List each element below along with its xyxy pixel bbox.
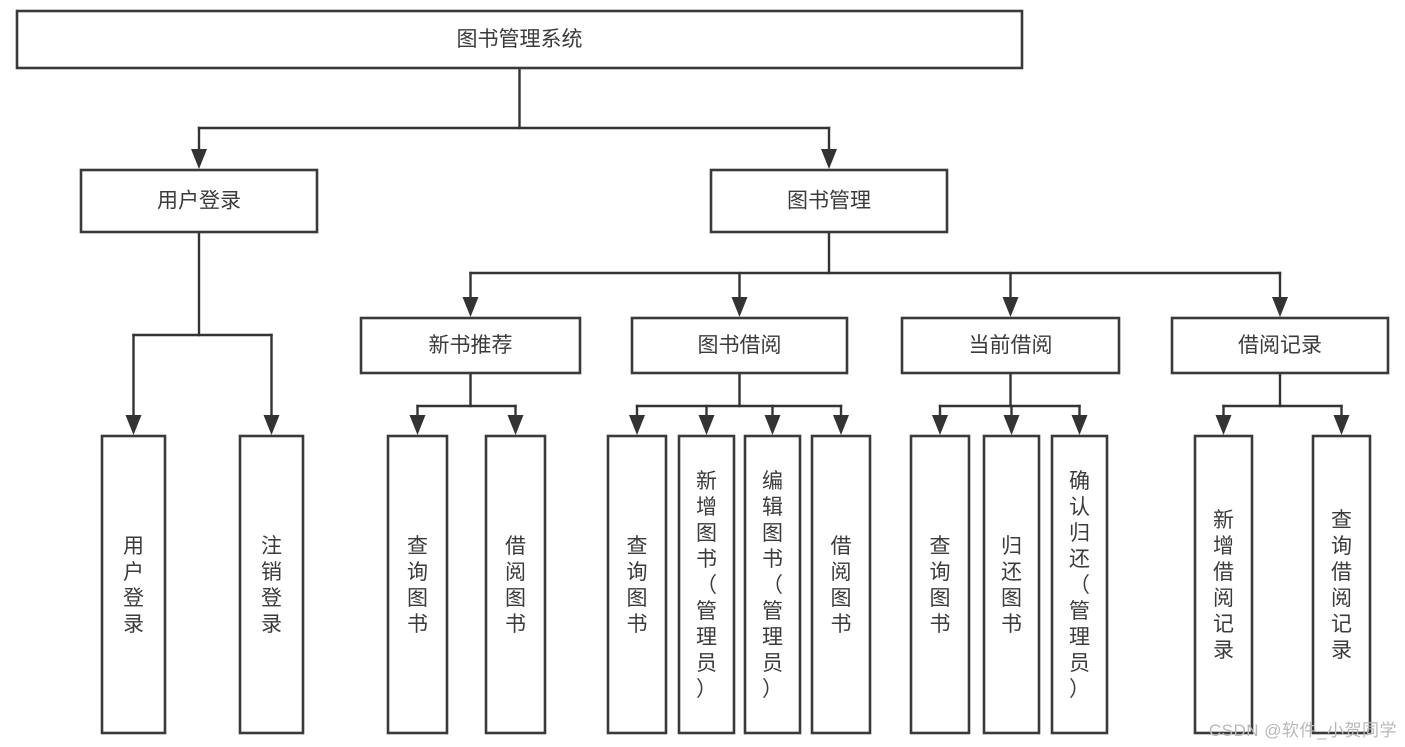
arrow-head-icon bbox=[821, 149, 837, 169]
node-label: 当前借阅 bbox=[969, 334, 1053, 357]
connector-layer bbox=[125, 66, 1350, 435]
node-leaf-b-query[interactable]: 查询图书 bbox=[606, 434, 668, 735]
node-box bbox=[359, 316, 582, 375]
node-leaf-new-query[interactable]: 查询图书 bbox=[386, 434, 449, 735]
arrow-head-icon bbox=[1333, 415, 1350, 435]
node-box bbox=[606, 434, 668, 735]
node-label: 借阅图书 bbox=[505, 535, 526, 636]
node-label: 用户登录 bbox=[123, 535, 144, 636]
node-label: 编辑图书（管理员） bbox=[762, 470, 783, 701]
node-leaf-b-edit[interactable]: 编辑图书（管理员） bbox=[743, 434, 802, 735]
node-box bbox=[982, 434, 1041, 735]
node-root[interactable]: 图书管理系统 bbox=[15, 9, 1024, 70]
node-label: 用户登录 bbox=[157, 190, 241, 213]
node-label: 确认归还（管理员） bbox=[1069, 470, 1090, 701]
arrow-head-icon bbox=[125, 415, 142, 435]
node-l3-current[interactable]: 当前借阅 bbox=[900, 316, 1121, 375]
node-box bbox=[1050, 434, 1109, 735]
node-l2-book[interactable]: 图书管理 bbox=[709, 168, 949, 234]
node-label: 归还图书 bbox=[1001, 535, 1022, 636]
node-label: 图书管理 bbox=[787, 190, 871, 213]
node-box bbox=[79, 168, 319, 234]
node-box bbox=[100, 434, 167, 735]
node-leaf-user-logout[interactable]: 注销登录 bbox=[238, 434, 305, 735]
node-box bbox=[1193, 434, 1254, 735]
node-box bbox=[909, 434, 971, 735]
arrow-head-icon bbox=[1215, 415, 1232, 435]
node-box bbox=[677, 434, 736, 735]
arrow-head-icon bbox=[698, 415, 715, 435]
node-label: 查询图书 bbox=[930, 535, 951, 636]
node-box bbox=[1170, 316, 1390, 375]
node-label: 图书管理系统 bbox=[457, 28, 583, 51]
node-box bbox=[484, 434, 547, 735]
node-box bbox=[709, 168, 949, 234]
arrow-head-icon bbox=[1003, 415, 1020, 435]
node-label: 查询图书 bbox=[627, 535, 648, 636]
node-box bbox=[238, 434, 305, 735]
arrow-head-icon bbox=[409, 415, 426, 435]
node-label: 新增图书（管理员） bbox=[696, 470, 717, 701]
node-label: 注销登录 bbox=[261, 535, 282, 636]
node-leaf-user-login[interactable]: 用户登录 bbox=[100, 434, 167, 735]
node-l3-borrow[interactable]: 图书借阅 bbox=[630, 316, 849, 375]
node-label: 借阅图书 bbox=[831, 535, 852, 636]
node-box bbox=[810, 434, 872, 735]
arrow-head-icon bbox=[507, 415, 524, 435]
node-box bbox=[15, 9, 1024, 70]
node-box bbox=[630, 316, 849, 375]
node-layer: 图书管理系统用户登录图书管理新书推荐图书借阅当前借阅借阅记录用户登录注销登录查询… bbox=[15, 9, 1390, 735]
node-leaf-c-query[interactable]: 查询图书 bbox=[909, 434, 971, 735]
node-leaf-c-confirm[interactable]: 确认归还（管理员） bbox=[1050, 434, 1109, 735]
node-leaf-r-add[interactable]: 新增借阅记录 bbox=[1193, 434, 1254, 735]
node-l2-user[interactable]: 用户登录 bbox=[79, 168, 319, 234]
node-leaf-r-query[interactable]: 查询借阅记录 bbox=[1311, 434, 1372, 735]
arrow-head-icon bbox=[462, 297, 479, 317]
arrow-head-icon bbox=[629, 415, 645, 435]
node-l3-record[interactable]: 借阅记录 bbox=[1170, 316, 1390, 375]
node-label: 图书借阅 bbox=[698, 334, 782, 357]
arrow-head-icon bbox=[731, 297, 748, 317]
node-label: 借阅记录 bbox=[1238, 334, 1322, 357]
arrow-head-icon bbox=[833, 415, 849, 435]
arrow-head-icon bbox=[932, 415, 948, 435]
node-label: 查询借阅记录 bbox=[1331, 509, 1352, 662]
node-box bbox=[386, 434, 449, 735]
node-box bbox=[900, 316, 1121, 375]
node-label: 新书推荐 bbox=[429, 334, 513, 357]
arrow-head-icon bbox=[764, 415, 781, 435]
node-label: 新增借阅记录 bbox=[1213, 509, 1234, 662]
node-leaf-c-return[interactable]: 归还图书 bbox=[982, 434, 1041, 735]
arrow-head-icon bbox=[1272, 297, 1288, 317]
node-l3-new[interactable]: 新书推荐 bbox=[359, 316, 582, 375]
node-leaf-new-borrow[interactable]: 借阅图书 bbox=[484, 434, 547, 735]
node-box bbox=[743, 434, 802, 735]
arrow-head-icon bbox=[191, 149, 207, 169]
node-leaf-b-lend[interactable]: 借阅图书 bbox=[810, 434, 872, 735]
arrow-head-icon bbox=[1002, 297, 1019, 317]
arrow-head-icon bbox=[263, 415, 280, 435]
arrow-head-icon bbox=[1071, 415, 1088, 435]
node-label: 查询图书 bbox=[407, 535, 428, 636]
node-leaf-b-add[interactable]: 新增图书（管理员） bbox=[677, 434, 736, 735]
node-box bbox=[1311, 434, 1372, 735]
